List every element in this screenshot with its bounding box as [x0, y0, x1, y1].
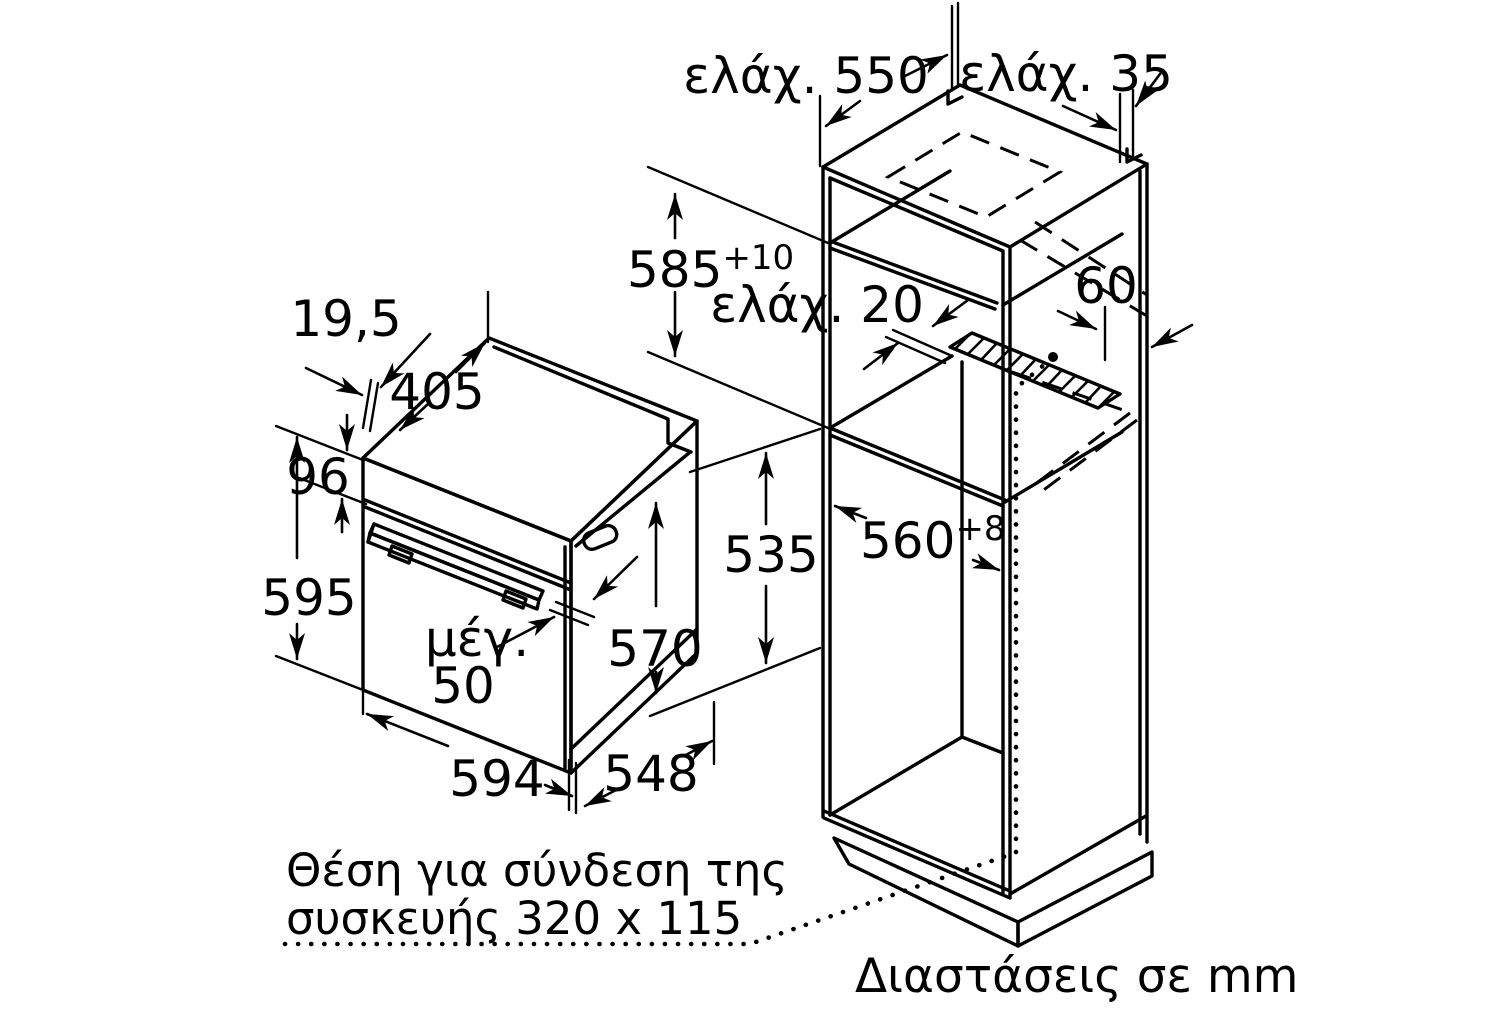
cabinet-floor-rear-edge — [960, 735, 1005, 755]
oven-drawing — [361, 336, 699, 775]
dim-handle-max-value: 50 — [431, 657, 495, 715]
oven-top-trim — [492, 345, 693, 454]
hidden-rear-edge-2 — [1019, 238, 1148, 318]
connection-note-line2: συσκευής 320 x 115 — [286, 892, 742, 945]
dim-oven-inner-height-label: 570 — [607, 620, 702, 678]
hidden-rear-edge-1 — [1034, 220, 1148, 297]
ext-niche-height-top — [646, 165, 830, 245]
connection-note-line1: Θέση για σύνδεση της — [286, 844, 788, 897]
cabinet-extension-lines — [646, 1, 1135, 430]
rear-gap-line-1 — [891, 328, 954, 358]
dim-oven-height-label: 595 — [261, 569, 356, 627]
oven-extension-lines — [274, 290, 822, 815]
dim-rear-gap-label: ελάχ. 20 — [710, 276, 924, 334]
handle-gap-line-1 — [554, 600, 596, 619]
dim-niche-height-value: 585 — [627, 241, 722, 299]
ext-overhang-1 — [361, 378, 373, 430]
dim-oven-width-label: 594 — [449, 750, 544, 808]
ext-oven-top-left — [274, 424, 365, 462]
cabinet-floor-left-edge — [828, 735, 964, 817]
oven-handle-mount-right — [501, 589, 528, 610]
ext-overhang-2 — [368, 381, 380, 433]
dim-oven-panel-height-label: 96 — [286, 448, 350, 506]
dim-oven-side-height-label: 535 — [723, 526, 818, 584]
niche-floor-front-1 — [828, 426, 1007, 502]
oven-bottom-trim — [569, 627, 699, 751]
rear-gap-line-2 — [884, 335, 947, 365]
oven-right-face — [569, 419, 699, 775]
niche-ceiling-left-edge — [828, 169, 952, 245]
ext-oven-bottom-left — [274, 654, 365, 692]
niche-floor-right-edge — [1003, 430, 1124, 504]
units-caption: Διαστάσεις σε mm — [855, 949, 1298, 1004]
oven-grip-hole — [581, 523, 619, 551]
dim-niche-height-label: 585+10 — [627, 238, 794, 299]
dotted-leader — [282, 357, 1053, 947]
ext-side-height-top — [688, 427, 822, 474]
niche-floor-front-2 — [828, 433, 1005, 508]
vent-strip-outline — [948, 331, 1122, 410]
hidden-recess-side-1 — [1029, 411, 1131, 490]
niche-ceiling-right-edge — [1001, 232, 1124, 307]
cabinet-top-face — [821, 83, 1149, 249]
dim-niche-width-value: 560 — [860, 512, 955, 570]
niche-floor-left-edge — [828, 354, 954, 430]
dim-oven-overhang-label: 19,5 — [290, 290, 401, 348]
cabinet-bottom-rail-2 — [822, 816, 1012, 900]
handle-gap-line-2 — [548, 608, 590, 627]
vent-hatch — [948, 331, 1122, 410]
cabinet-top-notch-right — [1125, 147, 1143, 164]
oven-panel-line-2 — [363, 505, 573, 592]
dim-oven-top-depth-label: 405 — [389, 363, 484, 421]
cabinet-bottom-rail-1 — [822, 809, 1012, 893]
oven-panel-line-1 — [363, 498, 573, 585]
dim-niche-height-tolerance: +10 — [722, 238, 794, 278]
dim-niche-depth-label: ελάχ. 550 — [683, 47, 929, 105]
dim-wall-gap-label: ελάχ. 35 — [959, 45, 1173, 103]
cabinet-top-rail-inner — [828, 176, 1005, 253]
hidden-recess-top — [1011, 370, 1130, 414]
connection-point-dot — [1048, 352, 1058, 362]
cabinet-top-notch-left — [946, 89, 964, 106]
cabinet-drawing — [821, 83, 1154, 948]
ext-niche-height-bottom — [646, 350, 830, 430]
dimension-labels: 19,5 405 96 595 570 535 594 548 μέγ. 50 … — [261, 45, 1173, 808]
dim-handle-max-label: μέγ. — [425, 610, 529, 668]
cabinet-top-cutout-hidden — [884, 130, 1064, 219]
dim-niche-width-label: 560+8 — [860, 509, 1006, 570]
ext-oven-panel — [292, 474, 368, 506]
dim-vent-depth-label: 60 — [1074, 257, 1138, 315]
oven-handle-endcap — [366, 522, 376, 544]
plinth-right — [1016, 850, 1154, 948]
oven-handle-mount-left — [387, 544, 414, 565]
ext-side-height-bottom — [648, 646, 822, 718]
dimension-arrows — [289, 53, 1194, 808]
niche-ceiling-front-1 — [828, 239, 999, 305]
dim-niche-width-tolerance: +8 — [955, 509, 1005, 549]
cabinet-bottom-right-edge — [1008, 814, 1148, 896]
dim-oven-depth-label: 548 — [603, 745, 698, 803]
hidden-recess-side-2 — [1036, 418, 1138, 497]
connection-note: Θέση για σύνδεση της συσκευής 320 x 115 — [286, 844, 788, 945]
